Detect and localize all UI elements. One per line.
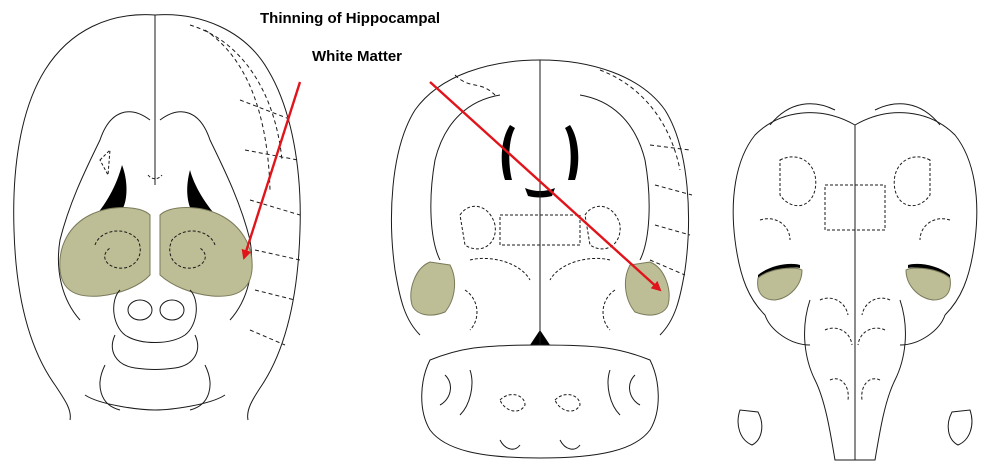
section2-highlight-right: [625, 262, 669, 315]
posterior-coronal-section: [733, 104, 977, 460]
section1-highlight-left: [60, 208, 150, 297]
section1-left-small-structure: [128, 300, 152, 320]
middle-coronal-section: [392, 60, 692, 458]
section3-left-lobe-bottom: [738, 410, 762, 445]
section2-highlight-left: [411, 262, 455, 315]
section1-highlight-right: [160, 208, 252, 297]
section1-small-ventricle-top: [100, 150, 162, 179]
section1-right-small-structure: [160, 300, 184, 320]
section1-outer-cortex-dash: [190, 25, 300, 345]
arrow-to-section1: [244, 82, 300, 258]
section1-lower-lobes: [85, 335, 225, 410]
section3-right-lobe-bottom: [948, 410, 972, 445]
section2-cerebellum-dash: [500, 395, 580, 411]
section1-brainstem: [114, 290, 197, 343]
section2-cerebellum: [422, 345, 659, 458]
section2-cerebellum-folia: [440, 370, 640, 449]
arrow-to-section2: [430, 82, 660, 290]
